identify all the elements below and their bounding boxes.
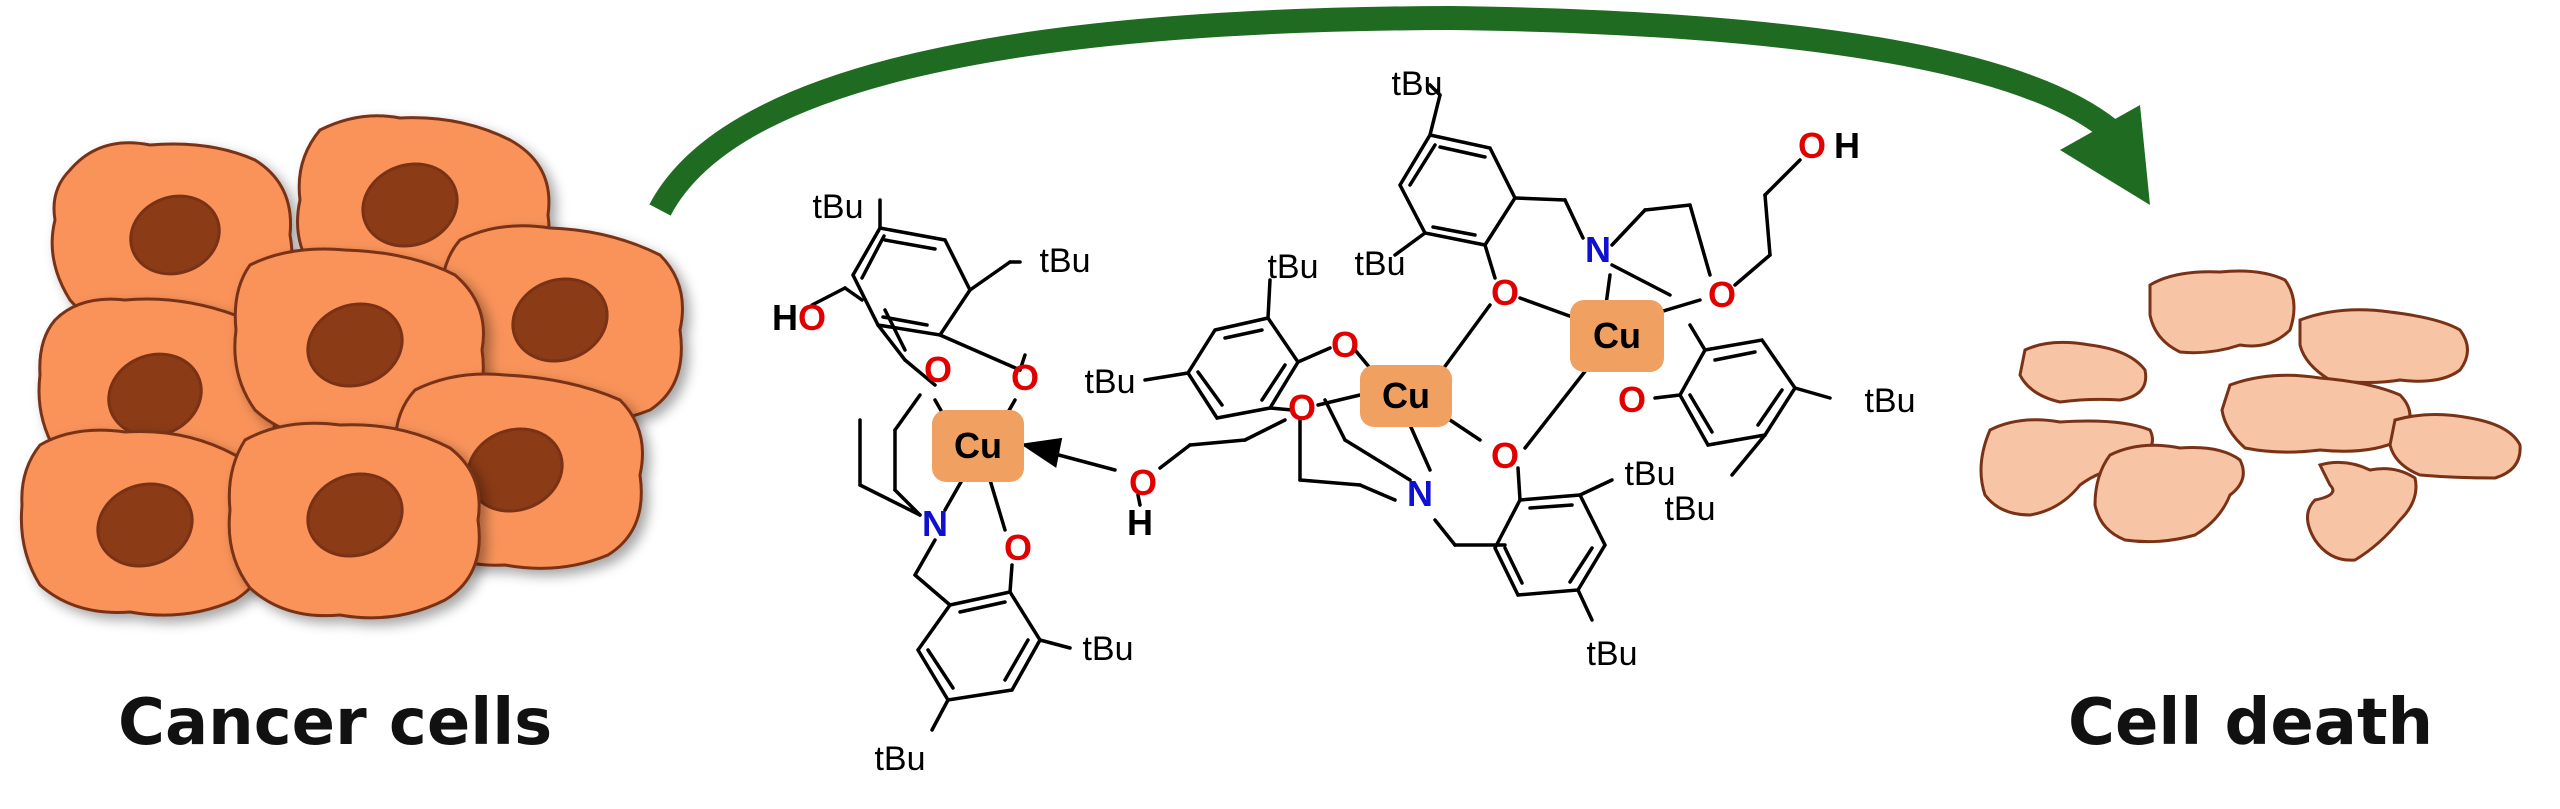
copper-box <box>932 410 1024 482</box>
hydrogen-label: H <box>1127 502 1153 543</box>
cell-death-caption: Cell death <box>2068 686 2434 760</box>
hydroxyl-o-label: O <box>798 297 826 338</box>
copper-centers <box>932 300 1664 482</box>
tbu-label: tBu <box>812 188 863 226</box>
nitrogen-label: N <box>922 503 948 544</box>
tbu-label: tBu <box>1864 382 1915 420</box>
cu-label: Cu <box>1593 315 1641 356</box>
right-dimer <box>1143 83 1832 622</box>
dead-cell-fragment <box>2148 269 2296 355</box>
dead-cell-fragment <box>2093 443 2245 544</box>
cu-label: Cu <box>954 425 1002 466</box>
dead-cell-fragment <box>2306 460 2418 562</box>
tbu-label: tBu <box>1664 490 1715 528</box>
copper-complex-structure <box>810 83 1832 732</box>
cancer-cell-cluster-icon <box>19 114 684 620</box>
tbu-label: tBu <box>1624 455 1675 493</box>
tbu-label: tBu <box>1354 245 1405 283</box>
cancer-cells-caption: Cancer cells <box>118 686 553 760</box>
hydroxyl-h-label: H <box>772 297 798 338</box>
tbu-label: tBu <box>874 740 925 778</box>
dead-cell-fragment <box>2298 308 2469 384</box>
oxygen-label: O <box>1491 272 1519 313</box>
curved-arrow-icon <box>649 5 2150 216</box>
oxygen-label: O <box>1708 274 1736 315</box>
tbu-label: tBu <box>1084 363 1135 401</box>
dead-cell-fragment <box>2220 373 2412 454</box>
oxygen-label: O <box>1011 357 1039 398</box>
copper-box <box>1570 300 1664 372</box>
cancer-cell <box>19 428 271 617</box>
cu-label: Cu <box>1382 375 1430 416</box>
cancer-cell <box>227 421 481 620</box>
nitrogen-label: N <box>1407 473 1433 514</box>
oxygen-label: O <box>1288 387 1316 428</box>
dead-cell-fragments-icon <box>1979 269 2522 562</box>
hydroxyl-o-label: O <box>1798 125 1826 166</box>
oxygen-label: O <box>924 349 952 390</box>
nitrogen-label: N <box>1585 229 1611 270</box>
copper-box <box>1360 365 1452 427</box>
tbu-label: tBu <box>1267 248 1318 286</box>
left-monomer <box>810 198 1287 732</box>
tbu-label: tBu <box>1586 635 1637 673</box>
tbu-label: tBu <box>1039 242 1090 280</box>
dead-cell-fragment <box>2388 412 2522 480</box>
tbu-label: tBu <box>1391 65 1442 103</box>
hydroxyl-h-label: H <box>1834 125 1860 166</box>
oxygen-label: O <box>1618 379 1646 420</box>
oxygen-label: O <box>1331 324 1359 365</box>
oxygen-label: O <box>1129 462 1157 503</box>
oxygen-label: O <box>1004 527 1032 568</box>
oxygen-label: O <box>1491 435 1519 476</box>
tbu-label: tBu <box>1082 630 1133 668</box>
dead-cell-fragment <box>2018 340 2148 404</box>
